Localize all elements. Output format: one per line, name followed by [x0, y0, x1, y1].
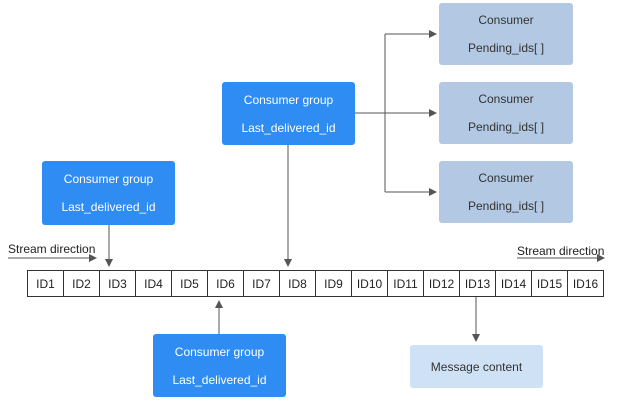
stream-id-cell: ID4 [136, 271, 172, 296]
consumer-pending-ids: Pending_ids[ ] [467, 199, 545, 213]
stream-id-cell: ID13 [460, 271, 496, 296]
stream-id-cell: ID7 [244, 271, 280, 296]
consumer-group-box-bottom: Consumer group Last_delivered_id [153, 334, 286, 397]
stream-id-cell: ID8 [280, 271, 316, 296]
consumer-title: Consumer [478, 13, 534, 27]
consumer-group-title: Consumer group [243, 92, 334, 107]
consumer-title: Consumer [478, 92, 534, 106]
stream-id-cell: ID5 [172, 271, 208, 296]
consumer-box-1: Consumer Pending_ids[ ] [439, 3, 573, 65]
stream-id-cell: ID11 [388, 271, 424, 296]
stream-id-cell: ID3 [100, 271, 136, 296]
consumer-group-box-top: Consumer group Last_delivered_id [222, 82, 355, 145]
stream-id-cell: ID6 [208, 271, 244, 296]
stream-id-row: ID1 ID2 ID3 ID4 ID5 ID6 ID7 ID8 ID9 ID10… [27, 270, 604, 297]
consumer-box-2: Consumer Pending_ids[ ] [439, 82, 573, 144]
message-content-box: Message content [410, 345, 543, 388]
consumer-title: Consumer [478, 171, 534, 185]
stream-id-cell: ID2 [64, 271, 100, 296]
stream-id-cell: ID9 [316, 271, 352, 296]
stream-id-cell: ID16 [572, 276, 599, 291]
stream-id-cell: ID12 [424, 271, 460, 296]
consumer-group-last-delivered-id: Last_delivered_id [241, 120, 336, 135]
stream-id-cell: ID1 [28, 271, 64, 296]
consumer-pending-ids: Pending_ids[ ] [467, 120, 545, 134]
consumer-group-last-delivered-id: Last_delivered_id [172, 372, 267, 387]
consumer-group-title: Consumer group [63, 172, 154, 186]
stream-id-cell: ID14 [496, 271, 532, 296]
stream-direction-label-right: Stream direction [517, 244, 605, 258]
message-content-label: Message content [430, 359, 523, 374]
consumer-group-last-delivered-id: Last_delivered_id [61, 200, 156, 214]
consumer-group-box-left: Consumer group Last_delivered_id [42, 161, 175, 225]
consumer-pending-ids: Pending_ids[ ] [467, 41, 545, 55]
consumer-box-3: Consumer Pending_ids[ ] [439, 161, 573, 223]
stream-id-cell: ID10 [352, 271, 388, 296]
stream-id-cell: ID15 [532, 271, 568, 296]
stream-direction-label-left: Stream direction [8, 242, 96, 256]
consumer-group-title: Consumer group [174, 344, 265, 359]
